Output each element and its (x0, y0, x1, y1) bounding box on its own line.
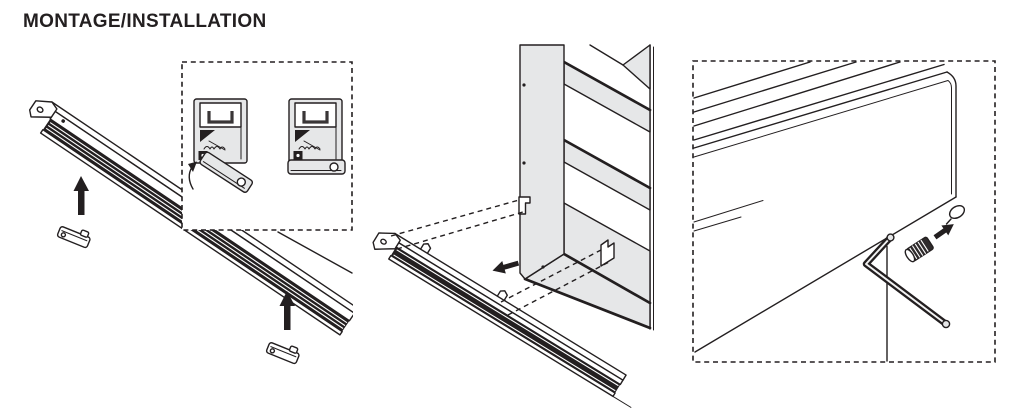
mounting-clip (56, 221, 94, 249)
cabinet-front-stile (519, 44, 565, 280)
mounting-clip (265, 337, 303, 365)
alignment-dashed-line (390, 199, 520, 237)
slide-left-arrow-icon (492, 260, 520, 274)
hex-key-icon (862, 233, 951, 329)
alignment-dashed-line (500, 249, 602, 303)
clip-cross-section-seated (287, 97, 346, 175)
cabinet-top-face (622, 44, 651, 90)
set-screw-icon (904, 236, 934, 263)
page-title: MONTAGE/INSTALLATION (23, 11, 267, 32)
insert-arrow-icon (933, 224, 954, 240)
rotate-arrow-head (188, 161, 197, 172)
clip-cross-section-tilted (188, 97, 254, 193)
slot-notch (518, 196, 531, 215)
rail-end-hole (380, 238, 387, 245)
panel-corner-closeup (693, 61, 957, 362)
slot-notch (600, 239, 615, 267)
rail-end-hole (36, 106, 44, 114)
alignment-dashed-line (396, 211, 524, 250)
step2-cabinet-illustration (372, 44, 654, 408)
panel-bottom-edge (694, 196, 957, 353)
step3-detail-box (692, 60, 996, 363)
screw-head (948, 204, 966, 220)
rail-back-edge-line (277, 231, 353, 274)
shelf (563, 139, 651, 211)
cabinet-column (518, 44, 654, 331)
alignment-dashed-line (507, 261, 610, 316)
detail-inset-box (181, 61, 353, 231)
up-arrow-icon (73, 176, 89, 215)
